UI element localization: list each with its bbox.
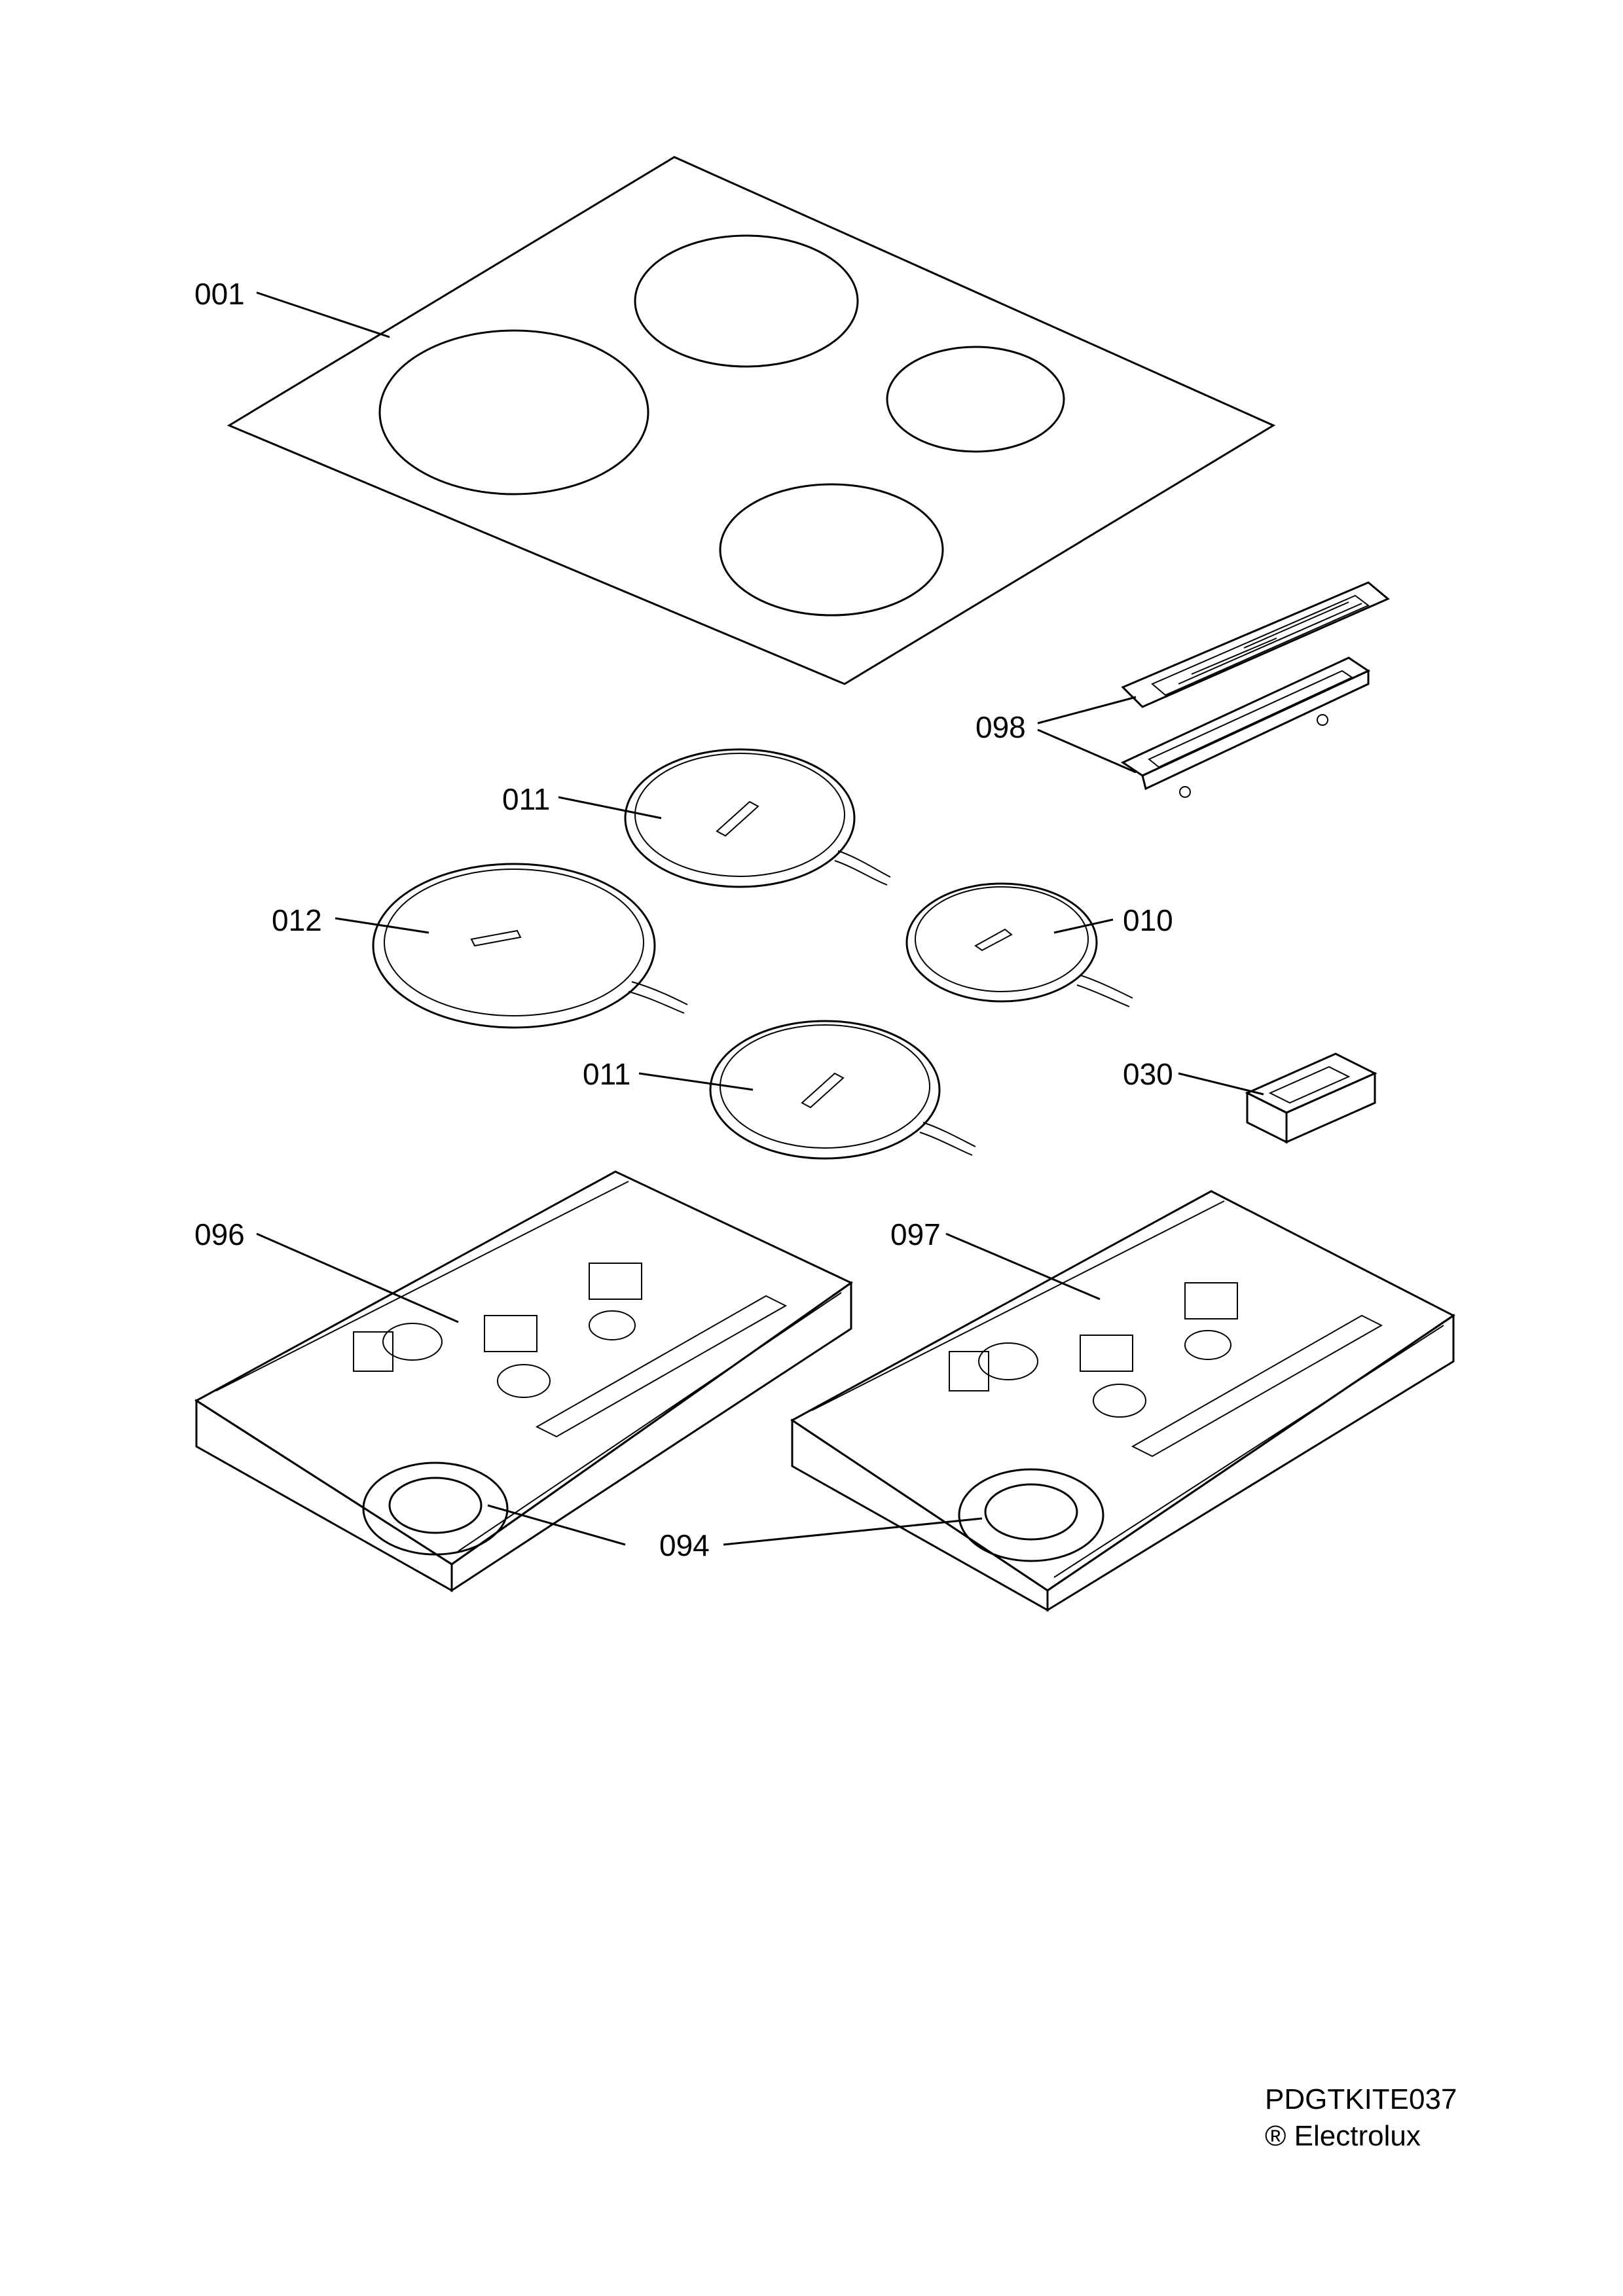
label-011-front: 011: [583, 1057, 630, 1091]
label-030: 030: [1123, 1057, 1173, 1091]
hob-element-small: [905, 882, 1133, 1007]
drawing-code: PDGTKITE037: [1265, 2083, 1457, 2115]
control-panel-part: [1120, 581, 1390, 798]
hob-element-rear: [624, 748, 891, 888]
label-001: 001: [194, 277, 245, 311]
label-096: 096: [194, 1217, 245, 1251]
label-097: 097: [890, 1217, 941, 1251]
brand-mark: ® Electrolux: [1265, 2120, 1421, 2152]
label-011-rear: 011: [502, 782, 550, 816]
hob-element-front: [709, 1020, 976, 1160]
drawing-footer: PDGTKITE037 ® Electrolux: [1265, 2081, 1457, 2155]
label-098: 098: [976, 710, 1026, 744]
hob-element-large: [372, 863, 688, 1029]
generator-board-left: [194, 1170, 853, 1592]
label-094: 094: [659, 1528, 710, 1562]
label-012: 012: [272, 903, 322, 937]
leader-lines: [256, 291, 1264, 1546]
junction-box-part: [1245, 1052, 1377, 1144]
glass-top-part: [227, 156, 1276, 685]
label-010: 010: [1123, 903, 1173, 937]
generator-board-right: [790, 1190, 1455, 1612]
